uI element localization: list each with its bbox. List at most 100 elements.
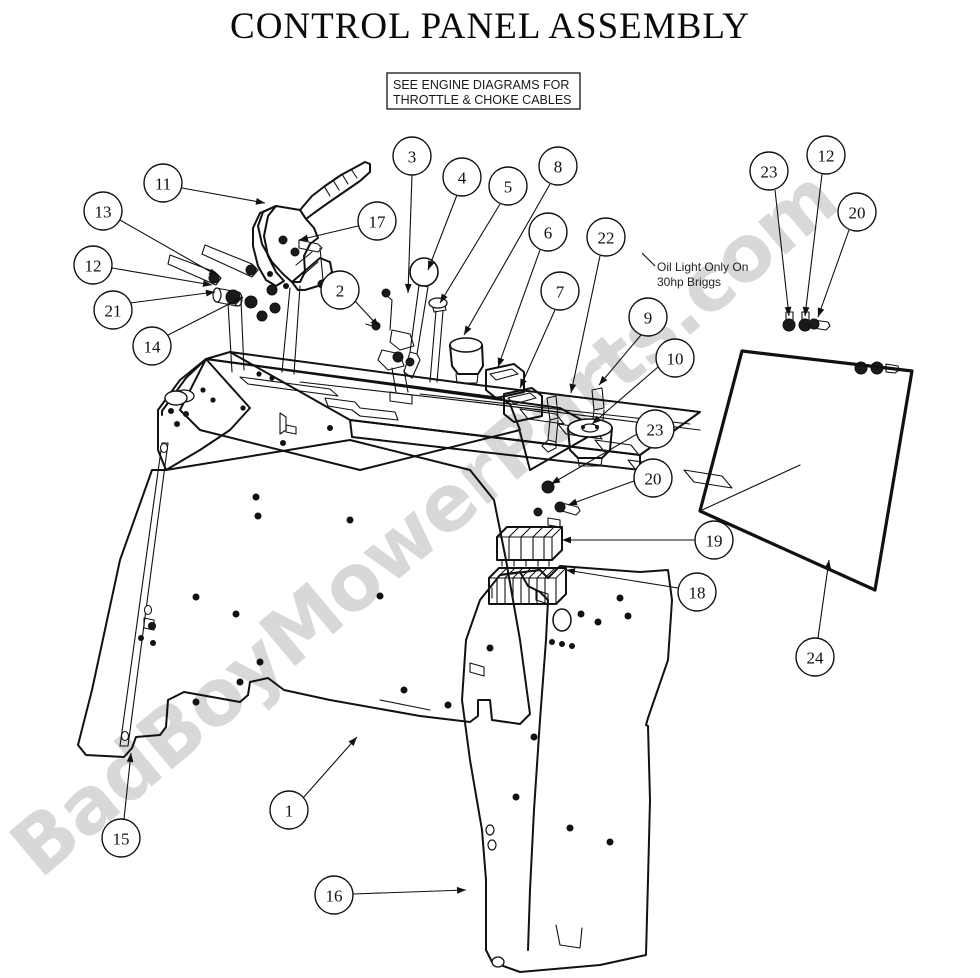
- callout-bubble-8[interactable]: [538, 146, 578, 186]
- callout-bubble-11[interactable]: [143, 163, 183, 203]
- callout-leader-12: [111, 267, 213, 286]
- callout-bubble-15[interactable]: [101, 818, 141, 858]
- callout-23[interactable]: 23: [749, 151, 792, 317]
- callout-arrowhead-23: [551, 476, 561, 484]
- callout-24[interactable]: 24: [795, 559, 835, 677]
- callout-18[interactable]: 18: [565, 568, 717, 612]
- callout-bubble-12[interactable]: [73, 245, 113, 285]
- callout-leader-11: [181, 187, 266, 204]
- callout-17[interactable]: 17: [298, 201, 397, 242]
- callout-10[interactable]: 10: [591, 338, 695, 425]
- callout-5[interactable]: 5: [439, 166, 528, 304]
- callout-leader-8: [463, 183, 551, 336]
- callout-number-16: 16: [326, 887, 343, 906]
- callout-3[interactable]: 3: [392, 136, 432, 294]
- callout-2[interactable]: 2: [320, 270, 380, 328]
- oil-note-line1: Oil Light Only On: [657, 260, 748, 274]
- callout-bubble-5[interactable]: [488, 166, 528, 206]
- part-3-knob: [409, 257, 439, 287]
- callout-15[interactable]: 15: [101, 752, 141, 858]
- callout-bubble-23[interactable]: [749, 151, 789, 191]
- callout-4[interactable]: 4: [427, 157, 482, 271]
- callout-bubble-16[interactable]: [314, 875, 354, 915]
- callout-number-10: 10: [667, 350, 684, 369]
- callout-leader-17: [298, 225, 359, 241]
- oil-note-leader: [641, 252, 656, 267]
- page-title: CONTROL PANEL ASSEMBLY: [230, 6, 750, 47]
- oil-light-note: Oil Light Only On 30hp Briggs: [641, 252, 748, 289]
- callout-leader-18: [565, 569, 679, 589]
- right-side-panel: [461, 565, 673, 973]
- parking-brake-lever-assembly: [252, 161, 371, 375]
- callout-bubble-1[interactable]: [269, 790, 309, 830]
- callout-arrowhead-8: [464, 325, 472, 335]
- callout-bubble-6[interactable]: [528, 212, 568, 252]
- callout-number-15: 15: [113, 830, 130, 849]
- callout-number-20: 20: [849, 204, 866, 223]
- callout-arrowhead-14: [233, 297, 243, 305]
- callout-bubble-18[interactable]: [677, 572, 717, 612]
- callout-arrowhead-5: [440, 293, 448, 303]
- callout-bubble-24[interactable]: [795, 637, 835, 677]
- callout-bubble-3[interactable]: [392, 136, 432, 176]
- callout-arrowhead-13: [208, 268, 218, 276]
- callout-21[interactable]: 21: [93, 289, 216, 330]
- callout-arrowhead-16: [456, 886, 466, 894]
- callout-23[interactable]: 23: [550, 409, 675, 485]
- callout-number-11: 11: [155, 175, 171, 194]
- callout-leader-6: [497, 249, 541, 368]
- callout-bubble-9[interactable]: [628, 297, 668, 337]
- callout-bubble-13[interactable]: [83, 191, 123, 231]
- callout-12[interactable]: 12: [73, 245, 213, 287]
- callout-arrowhead-11: [255, 198, 265, 205]
- callout-number-19: 19: [706, 532, 723, 551]
- callout-arrowhead-24: [824, 560, 832, 570]
- callout-bubble-4[interactable]: [442, 157, 482, 197]
- callout-1[interactable]: 1: [269, 736, 358, 830]
- callout-bubble-12[interactable]: [806, 135, 846, 175]
- callout-number-24: 24: [807, 649, 825, 668]
- left-side-panel: [77, 390, 531, 758]
- callout-14[interactable]: 14: [132, 296, 244, 366]
- callout-arrowhead-19: [562, 536, 571, 544]
- ignition-hardware: [533, 480, 581, 528]
- callout-bubble-2[interactable]: [320, 270, 360, 310]
- callout-leader-1: [302, 736, 358, 799]
- callout-number-8: 8: [554, 158, 563, 177]
- callout-13[interactable]: 13: [83, 191, 219, 277]
- callout-bubble-20[interactable]: [837, 192, 877, 232]
- callout-leader-10: [591, 366, 659, 425]
- callout-number-21: 21: [105, 302, 122, 321]
- callout-arrowhead-3: [404, 283, 412, 293]
- callout-7[interactable]: 7: [519, 271, 580, 389]
- callout-arrowhead-17: [299, 234, 309, 242]
- callout-bubble-19[interactable]: [694, 520, 734, 560]
- callout-bubble-14[interactable]: [132, 326, 172, 366]
- callout-8[interactable]: 8: [463, 146, 578, 336]
- callout-20[interactable]: 20: [817, 192, 877, 318]
- callout-6[interactable]: 6: [497, 212, 568, 368]
- callout-number-6: 6: [544, 224, 553, 243]
- callout-9[interactable]: 9: [598, 297, 668, 386]
- callout-bubble-23[interactable]: [635, 409, 675, 449]
- callout-19[interactable]: 19: [562, 520, 734, 560]
- callout-arrowhead-21: [205, 289, 215, 297]
- callout-bubble-7[interactable]: [540, 271, 580, 311]
- engine-diagram-note-box: SEE ENGINE DIAGRAMS FOR THROTTLE & CHOKE…: [386, 72, 581, 110]
- callout-bubble-22[interactable]: [586, 217, 626, 257]
- callout-12[interactable]: 12: [802, 135, 846, 317]
- callout-16[interactable]: 16: [314, 875, 467, 915]
- callout-22[interactable]: 22: [569, 217, 626, 394]
- callout-bubble-21[interactable]: [93, 290, 133, 330]
- callout-bubble-17[interactable]: [357, 201, 397, 241]
- callout-20[interactable]: 20: [567, 458, 673, 506]
- callout-11[interactable]: 11: [143, 163, 266, 205]
- note-box-line1: SEE ENGINE DIAGRAMS FOR: [393, 78, 569, 92]
- panel-switches: [449, 337, 613, 467]
- callout-bubble-10[interactable]: [655, 338, 695, 378]
- callout-bubble-20[interactable]: [633, 458, 673, 498]
- callout-number-7: 7: [556, 283, 565, 302]
- callout-number-13: 13: [95, 203, 112, 222]
